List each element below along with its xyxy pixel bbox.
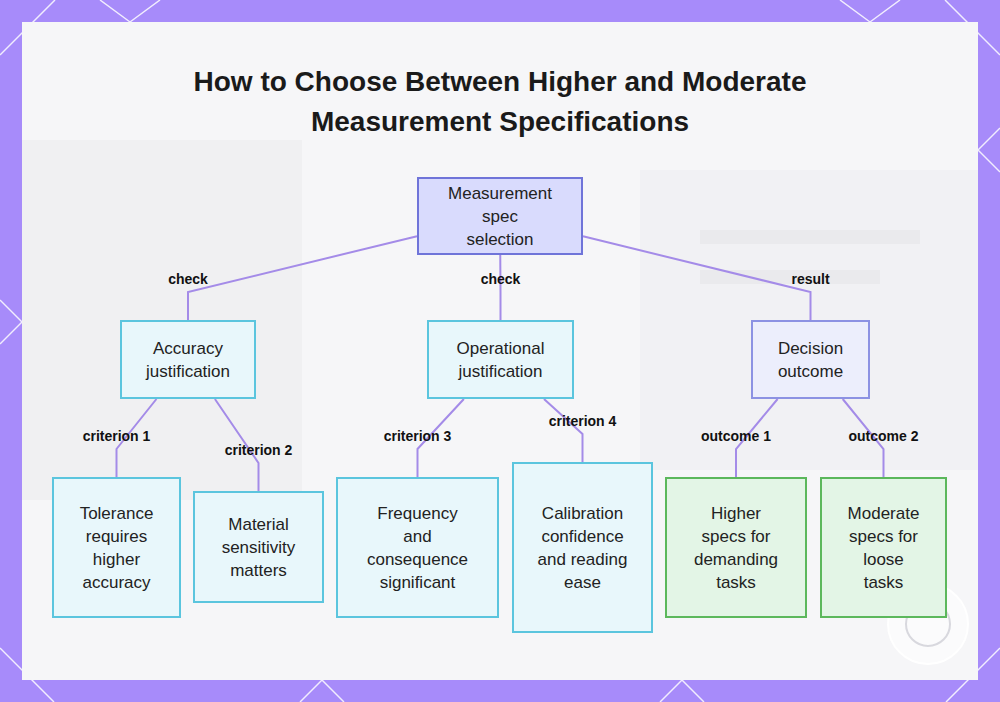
edge-label: criterion 4: [549, 412, 617, 430]
node-label: Operational justification: [437, 337, 564, 383]
node-label: Tolerance requires higher accuracy: [76, 502, 157, 594]
node-label: Material sensitivity matters: [217, 513, 300, 582]
node-label: Higher specs for demanding tasks: [692, 502, 780, 594]
edge-label: criterion 3: [384, 427, 452, 445]
node-label: Decision outcome: [761, 337, 860, 383]
edge-label: check: [481, 270, 521, 288]
criterion-box: Calibration confidence and reading ease: [512, 462, 653, 633]
criterion-box: Tolerance requires higher accuracy: [52, 477, 181, 618]
criterion-box: Material sensitivity matters: [193, 491, 324, 603]
category-box: Accuracy justification: [120, 320, 256, 399]
edge-label: criterion 2: [225, 441, 293, 459]
connector-line: [499, 255, 501, 320]
diagram-title: How to Choose Between Higher and Moderat…: [190, 62, 810, 142]
criterion-box: Frequency and consequence significant: [336, 477, 499, 618]
outcome-category-box: Decision outcome: [751, 320, 870, 399]
category-box: Operational justification: [427, 320, 574, 399]
blurred-backdrop: [22, 140, 978, 500]
edge-label: check: [168, 270, 208, 288]
node-label: Frequency and consequence significant: [367, 502, 468, 594]
outcome-box: Moderate specs for loose tasks: [820, 477, 947, 618]
connector-line: [583, 236, 811, 320]
node-label: Accuracy justification: [130, 337, 246, 383]
node-label: Measurement spec selection: [447, 182, 553, 251]
connector-line: [544, 399, 583, 462]
edge-label: criterion 1: [83, 427, 151, 445]
outcome-box: Higher specs for demanding tasks: [665, 477, 807, 618]
edge-label: result: [791, 270, 829, 288]
connector-line: [188, 236, 417, 320]
edge-label: outcome 1: [701, 427, 771, 445]
node-label: Calibration confidence and reading ease: [536, 502, 629, 594]
edge-label: outcome 2: [848, 427, 918, 445]
node-label: Moderate specs for loose tasks: [844, 502, 923, 594]
root-box: Measurement spec selection: [417, 177, 583, 255]
panel: [22, 22, 978, 680]
